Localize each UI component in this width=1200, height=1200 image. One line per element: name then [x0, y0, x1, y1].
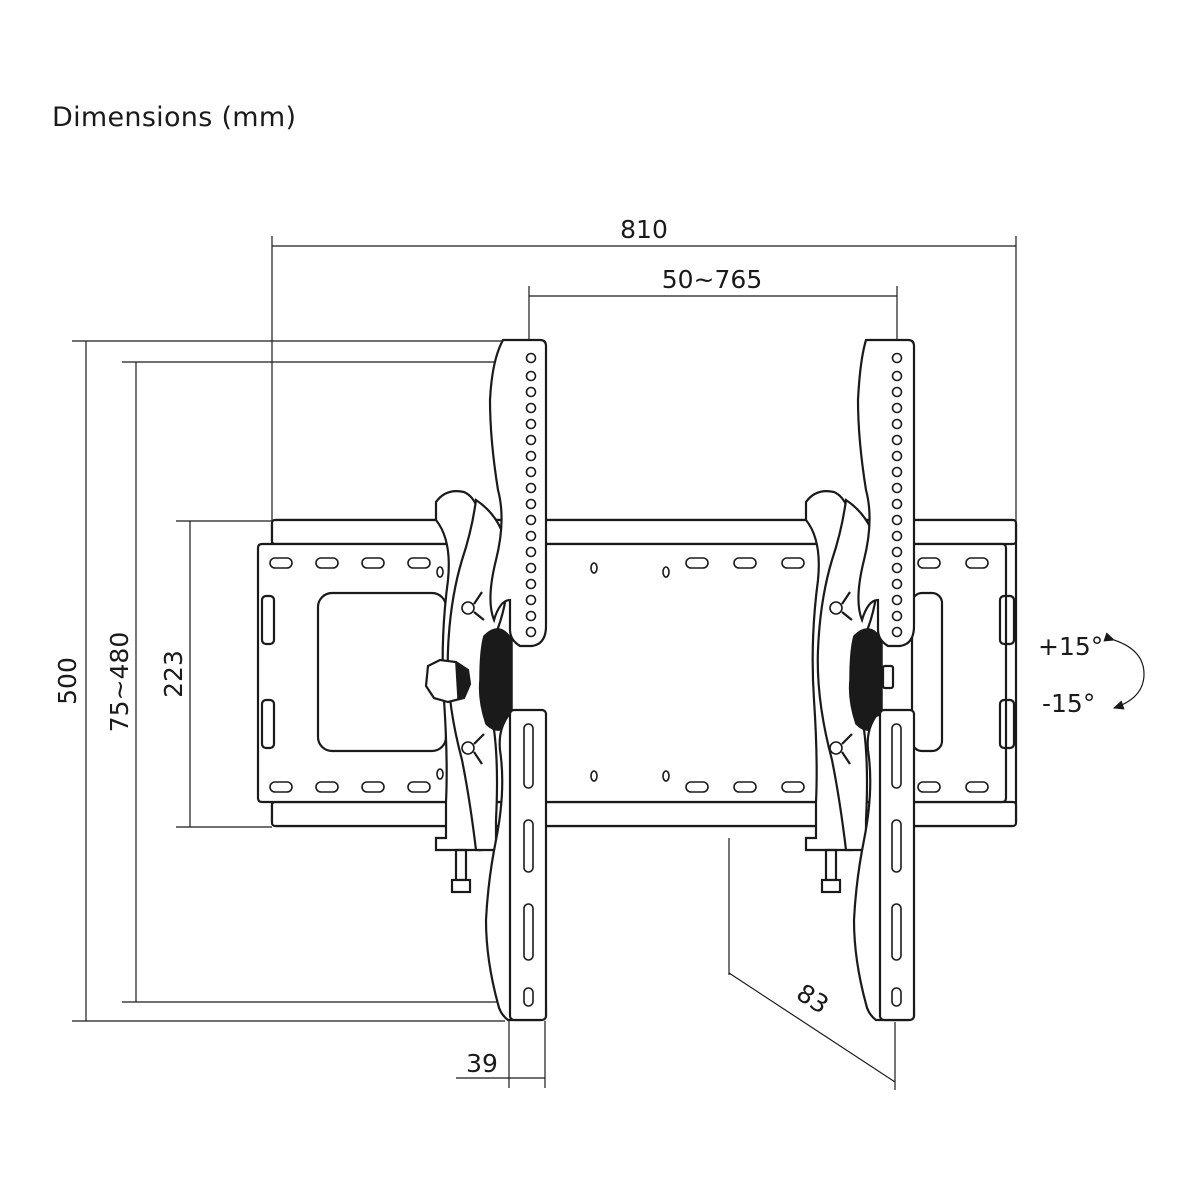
vesa-vertical-label: 75~480 — [105, 632, 134, 732]
overall-height-label: 500 — [53, 657, 82, 705]
page-title: Dimensions (mm) — [52, 102, 297, 133]
left-tilt-bracket — [424, 338, 548, 1022]
max-depth-label: 83 — [791, 978, 833, 1020]
right-tilt-bracket — [804, 338, 916, 1022]
wall-plate-height-label: 223 — [159, 650, 188, 698]
tilt-down-label: -15° — [1042, 689, 1095, 718]
dimension-lines — [72, 236, 1017, 1090]
dimension-labels: 810 50~765 500 75~480 223 39 83 — [53, 215, 834, 1078]
tilt-indicator: +15° -15° — [1038, 632, 1145, 718]
tilt-up-label: +15° — [1038, 632, 1103, 661]
overall-width-label: 810 — [620, 215, 668, 244]
wall-distance-label: 39 — [466, 1049, 498, 1078]
vesa-horizontal-label: 50~765 — [662, 265, 762, 294]
